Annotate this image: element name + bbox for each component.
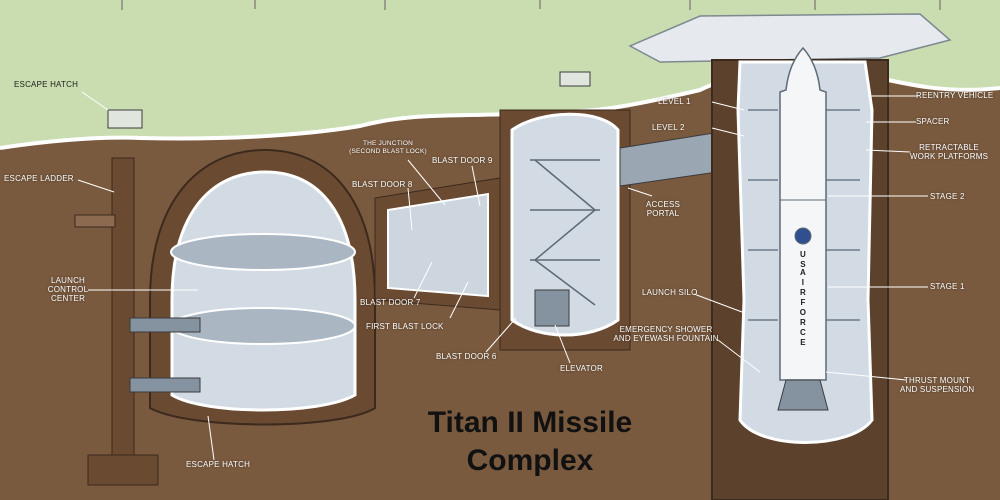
label-thrust-mount-line1: THRUST MOUNT [903, 376, 971, 385]
label-retractable-line2: WORK PLATFORMS [909, 152, 989, 161]
label-retractable-work-platforms: RETRACTABLE WORK PLATFORMS [906, 143, 992, 161]
label-the-junction-line2: (SECOND BLAST LOCK) [349, 148, 427, 155]
silo-closure-door [628, 13, 952, 63]
diagram-title-line1: Titan II Missile [427, 406, 633, 439]
elevator-car [534, 289, 570, 327]
ladder-base [87, 454, 159, 486]
label-stage-1: STAGE 1 [930, 282, 965, 291]
label-blast-door-8: BLAST DOOR 8 [352, 180, 413, 189]
surface-hatches [107, 71, 591, 129]
label-launch-control-center-line2: CONTROL [47, 285, 89, 294]
access-portal-interior [510, 112, 620, 337]
label-launch-control-center: LAUNCH CONTROL CENTER [42, 276, 94, 303]
label-emergency-shower-line1: EMERGENCY SHOWER [619, 325, 713, 334]
thrust-mount [777, 379, 829, 411]
label-level-1: LEVEL 1 [658, 97, 691, 106]
label-escape-hatch-top: ESCAPE HATCH [14, 80, 79, 89]
diagram-title: Titan II Missile Complex [380, 404, 680, 480]
label-blast-door-9: BLAST DOOR 9 [432, 156, 493, 165]
label-thrust-mount: THRUST MOUNT AND SUSPENSION [900, 376, 974, 394]
label-spacer: SPACER [916, 117, 950, 126]
label-access-portal: ACCESS PORTAL [636, 200, 690, 218]
label-escape-hatch-bottom: ESCAPE HATCH [186, 460, 251, 469]
stairwell [530, 159, 600, 306]
label-emergency-shower: EMERGENCY SHOWER AND EYEWASH FOUNTAIN [610, 325, 722, 343]
usaf-roundel-icon [794, 227, 812, 245]
diagram-title-line2: Complex [466, 444, 594, 477]
label-blast-door-7: BLAST DOOR 7 [360, 298, 421, 307]
label-access-portal-line2: PORTAL [646, 209, 680, 218]
fence-posts [121, 0, 941, 10]
label-launch-control-center-line1: LAUNCH [50, 276, 86, 285]
label-elevator: ELEVATOR [560, 364, 603, 373]
label-access-portal-line1: ACCESS [645, 200, 681, 209]
label-launch-control-center-line3: CENTER [50, 294, 86, 303]
label-stage-2: STAGE 2 [930, 192, 965, 201]
leader-lines [77, 91, 928, 461]
label-the-junction: THE JUNCTION (SECOND BLAST LOCK) [346, 140, 430, 156]
label-reentry-vehicle: REENTRY VEHICLE [916, 91, 994, 100]
label-blast-door-6: BLAST DOOR 6 [436, 352, 497, 361]
tunnel-pipe-lower [129, 377, 201, 393]
label-launch-silo: LAUNCH SILO [642, 288, 698, 297]
upper-floor [170, 233, 356, 271]
escape-ladder-tube [111, 157, 135, 459]
label-thrust-mount-line2: AND SUSPENSION [900, 385, 975, 394]
blast-lock-interior [387, 192, 489, 298]
work-platforms [748, 109, 860, 321]
label-the-junction-line1: THE JUNCTION [362, 140, 414, 147]
tunnel-pipe-upper [129, 317, 201, 333]
label-emergency-shower-line2: AND EYEWASH FOUNTAIN [613, 334, 719, 343]
label-escape-ladder: ESCAPE LADDER [4, 174, 74, 183]
control-center-interior [170, 170, 357, 412]
ladder-pipe [74, 214, 116, 228]
label-retractable-line1: RETRACTABLE [919, 143, 979, 152]
label-first-blast-lock: FIRST BLAST LOCK [366, 322, 444, 331]
label-level-2: LEVEL 2 [652, 123, 685, 132]
